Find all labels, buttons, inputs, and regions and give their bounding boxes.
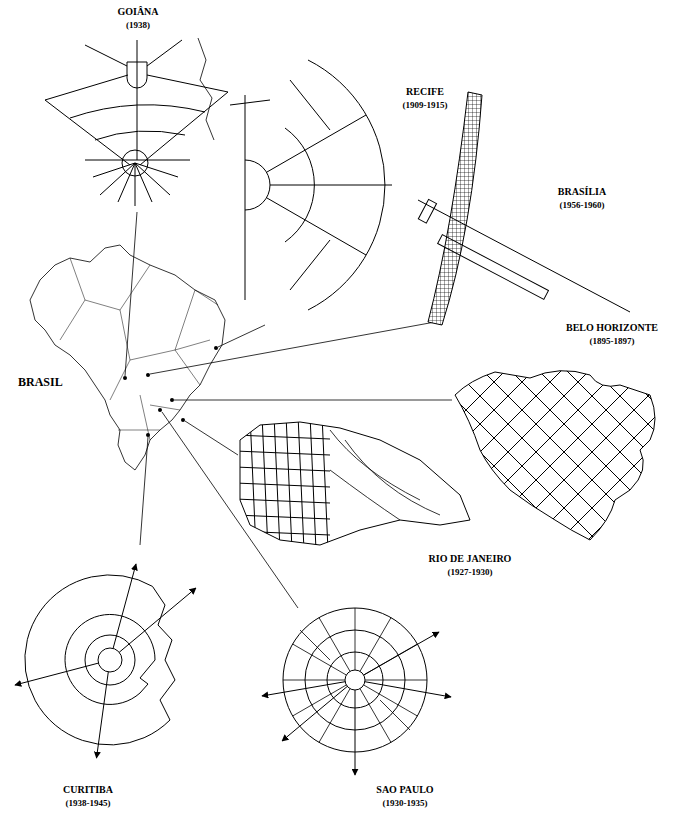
street-line xyxy=(576,340,697,580)
street-line xyxy=(200,340,440,580)
street-line xyxy=(240,340,480,580)
street-line xyxy=(268,340,508,580)
date-label: (1927-1930) xyxy=(448,567,493,578)
city-name: GOIÂNA xyxy=(117,6,158,18)
street-line xyxy=(548,340,697,580)
date-label: (1956-1960) xyxy=(560,200,605,211)
city-name: SAO PAULO xyxy=(376,784,433,796)
city-name: BRASÍLIA xyxy=(558,186,606,198)
street-line xyxy=(235,515,330,519)
street-line xyxy=(235,467,330,471)
city-name: RECIFE xyxy=(406,86,444,98)
street-line xyxy=(620,340,697,580)
date-label: (1930-1935) xyxy=(383,798,428,809)
date-label: (1938) xyxy=(126,20,150,31)
date-label: (1938-1945) xyxy=(66,798,111,809)
street-line xyxy=(508,340,697,580)
brasilia-plan xyxy=(418,92,630,325)
street-line xyxy=(256,340,496,580)
street-line xyxy=(592,340,697,580)
curitiba-plan xyxy=(15,564,196,758)
goiania-plan xyxy=(45,38,228,206)
street-line xyxy=(492,340,697,580)
street-line xyxy=(480,340,697,580)
street-line xyxy=(464,340,697,580)
sao-paulo-plan xyxy=(262,608,451,775)
date-label: (1909-1915) xyxy=(403,100,448,111)
street-line xyxy=(298,415,304,550)
street-line xyxy=(235,531,330,535)
rio-plan xyxy=(235,415,470,550)
street-line xyxy=(235,435,330,439)
street-line xyxy=(322,415,328,550)
street-line xyxy=(235,451,330,455)
street-line xyxy=(632,340,697,580)
street-line xyxy=(564,340,697,580)
street-line xyxy=(520,340,697,580)
city-name: RIO DE JANEIRO xyxy=(429,553,512,565)
brazil-map xyxy=(30,245,225,470)
recife-plan xyxy=(230,60,392,310)
street-line xyxy=(235,499,330,503)
country-name: BRASIL xyxy=(18,375,63,389)
belo-horizonte-plan xyxy=(200,340,697,580)
city-name: BELO HORIZONTE xyxy=(566,322,658,334)
street-line xyxy=(604,340,697,580)
date-label: (1895-1897) xyxy=(590,336,635,347)
street-line xyxy=(235,483,330,487)
leader-line xyxy=(125,212,452,608)
city-name: CURITIBA xyxy=(63,784,113,796)
street-line xyxy=(274,415,280,550)
street-line xyxy=(536,340,697,580)
street-line xyxy=(262,415,268,550)
street-line xyxy=(310,415,316,550)
street-line xyxy=(286,415,292,550)
street-line xyxy=(228,340,468,580)
